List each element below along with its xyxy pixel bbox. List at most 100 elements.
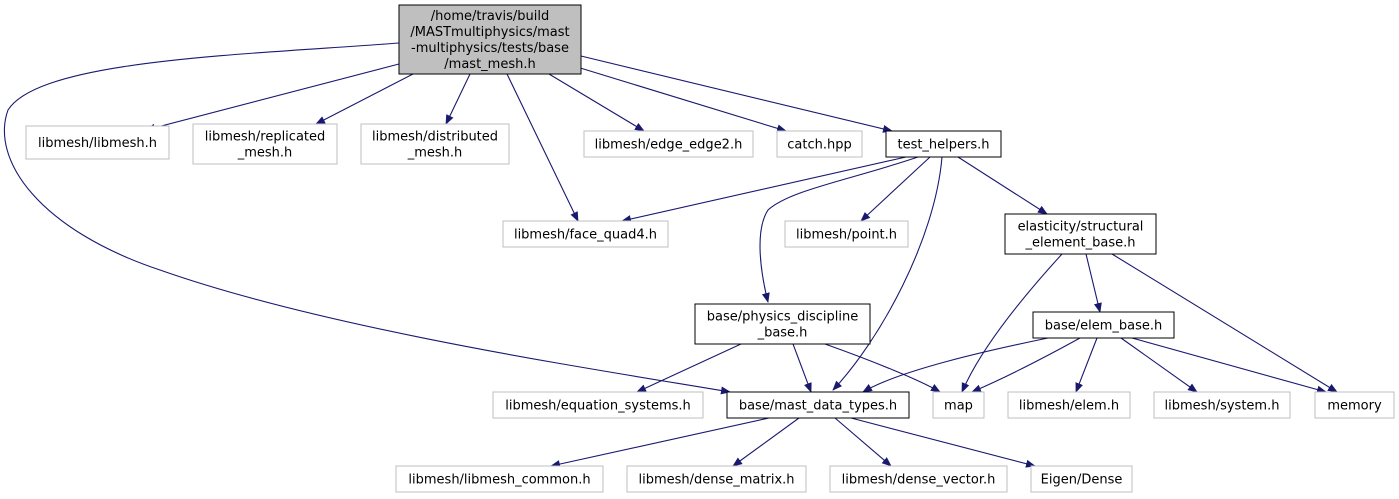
- node-libmesh_h[interactable]: libmesh/libmesh.h: [25, 125, 170, 160]
- node-mast_types[interactable]: base/mast_data_types.h: [726, 391, 910, 419]
- node-label-line: _base.h: [757, 326, 808, 341]
- node-root[interactable]: /home/travis/build/MASTmultiphysics/mast…: [398, 4, 582, 75]
- edge-elem_base-to-mast_types: [862, 337, 1049, 393]
- node-dense_matrix[interactable]: libmesh/dense_matrix.h: [626, 465, 807, 493]
- edge-physics-to-eq_systems: [636, 343, 742, 393]
- edge-root-to-face_quad4: [506, 73, 579, 222]
- node-box: [776, 130, 863, 158]
- node-memory[interactable]: memory: [1314, 391, 1395, 419]
- node-label-line: /home/travis/build: [431, 9, 549, 24]
- edge-mast_types-to-libmesh_common: [550, 417, 770, 468]
- edge-elem_base-to-memory: [1131, 337, 1327, 394]
- edge-root-to-test_helpers: [580, 55, 893, 133]
- node-box: [25, 125, 170, 160]
- nodes-layer: /home/travis/build/MASTmultiphysics/mast…: [25, 4, 1395, 493]
- node-box: [1314, 391, 1395, 419]
- node-catch[interactable]: catch.hpp: [776, 130, 863, 158]
- node-label-line: /mast_mesh.h: [444, 57, 535, 72]
- node-label-line: -multiphysics/tests/base: [411, 41, 569, 56]
- node-face_quad4[interactable]: libmesh/face_quad4.h: [502, 220, 669, 248]
- node-label-line: libmesh/point.h: [796, 228, 897, 243]
- node-label-line: Eigen/Dense: [1041, 473, 1123, 488]
- node-label-line: map: [944, 399, 973, 414]
- edge-test_helpers-to-mast_types: [832, 156, 943, 391]
- node-label-line: libmesh/edge_edge2.h: [595, 138, 743, 153]
- node-label-line: base/elem_base.h: [1045, 319, 1163, 334]
- node-box: [192, 123, 338, 165]
- node-label-line: libmesh/equation_systems.h: [505, 399, 691, 414]
- edge-mast_types-to-eigen: [850, 417, 1036, 468]
- node-box: [1032, 311, 1175, 339]
- node-edge2[interactable]: libmesh/edge_edge2.h: [583, 130, 754, 158]
- node-box: [492, 391, 704, 419]
- node-label-line: libmesh/replicated: [205, 130, 326, 145]
- node-label-line: test_helpers.h: [897, 138, 989, 153]
- node-label-line: libmesh/libmesh.h: [38, 136, 157, 151]
- node-label-line: catch.hpp: [787, 138, 851, 153]
- edge-root-to-catch: [576, 66, 787, 133]
- edge-struct_elem-to-map: [961, 253, 1063, 393]
- edge-root-to-replicated: [315, 73, 414, 125]
- node-box: [726, 391, 910, 419]
- node-box: [1004, 213, 1157, 255]
- node-label-line: memory: [1327, 399, 1382, 414]
- node-box: [1007, 391, 1131, 419]
- node-label-line: libmesh/system.h: [1165, 399, 1280, 414]
- edge-struct_elem-to-memory: [1111, 253, 1338, 393]
- edge-test_helpers-to-face_quad4: [621, 156, 907, 223]
- node-point[interactable]: libmesh/point.h: [784, 220, 909, 248]
- node-label-line: elasticity/structural: [1018, 220, 1144, 235]
- node-box: [829, 465, 1008, 493]
- node-test_helpers[interactable]: test_helpers.h: [885, 130, 1002, 158]
- edge-struct_elem-to-elem_base: [1085, 253, 1102, 313]
- node-label-line: libmesh/face_quad4.h: [514, 228, 657, 243]
- edge-mast_types-to-dense_vector: [834, 417, 892, 467]
- node-eigen[interactable]: Eigen/Dense: [1030, 465, 1133, 493]
- node-box: [626, 465, 807, 493]
- node-replicated[interactable]: libmesh/replicated_mesh.h: [192, 123, 338, 165]
- edge-elem_base-to-system: [1120, 337, 1198, 393]
- node-box: [583, 130, 754, 158]
- node-label-line: libmesh/libmesh_common.h: [408, 473, 590, 488]
- node-box: [502, 220, 669, 248]
- node-box: [1030, 465, 1133, 493]
- edge-test_helpers-to-physics: [759, 156, 919, 303]
- edges-layer: [3, 42, 1338, 468]
- edge-test_helpers-to-point: [860, 156, 931, 222]
- node-elem[interactable]: libmesh/elem.h: [1007, 391, 1131, 419]
- node-eq_systems[interactable]: libmesh/equation_systems.h: [492, 391, 704, 419]
- edge-elem_base-to-map: [971, 337, 1081, 393]
- node-label-line: libmesh/dense_vector.h: [842, 473, 996, 488]
- node-box: [1153, 391, 1291, 419]
- node-label-line: _element_base.h: [1025, 236, 1136, 251]
- node-box: [694, 303, 871, 345]
- node-struct_elem[interactable]: elasticity/structural_element_base.h: [1004, 213, 1157, 255]
- edge-physics-to-map: [824, 343, 941, 393]
- edge-physics-to-mast_types: [792, 343, 812, 393]
- edge-mast_types-to-dense_matrix: [732, 417, 800, 467]
- edge-elem_base-to-elem: [1075, 337, 1098, 393]
- edge-root-to-mast_types: [3, 42, 731, 395]
- node-box: [395, 465, 604, 493]
- node-label-line: libmesh/dense_matrix.h: [638, 473, 794, 488]
- node-label-line: _mesh.h: [407, 146, 463, 161]
- node-label-line: libmesh/elem.h: [1019, 399, 1119, 414]
- node-label-line: base/physics_discipline: [707, 310, 858, 325]
- edge-root-to-edge2: [548, 73, 645, 132]
- node-distributed[interactable]: libmesh/distributed_mesh.h: [360, 123, 510, 165]
- node-label-line: /MASTmultiphysics/mast: [410, 25, 569, 40]
- node-box: [932, 391, 985, 419]
- node-elem_base[interactable]: base/elem_base.h: [1032, 311, 1175, 339]
- node-label-line: libmesh/distributed: [372, 130, 498, 145]
- node-system[interactable]: libmesh/system.h: [1153, 391, 1291, 419]
- node-box: [885, 130, 1002, 158]
- node-box: [784, 220, 909, 248]
- node-dense_vector[interactable]: libmesh/dense_vector.h: [829, 465, 1008, 493]
- node-box: [360, 123, 510, 165]
- node-label-line: _mesh.h: [237, 146, 293, 161]
- node-map[interactable]: map: [932, 391, 985, 419]
- edge-test_helpers-to-struct_elem: [957, 156, 1048, 215]
- node-libmesh_common[interactable]: libmesh/libmesh_common.h: [395, 465, 604, 493]
- node-physics[interactable]: base/physics_discipline_base.h: [694, 303, 871, 345]
